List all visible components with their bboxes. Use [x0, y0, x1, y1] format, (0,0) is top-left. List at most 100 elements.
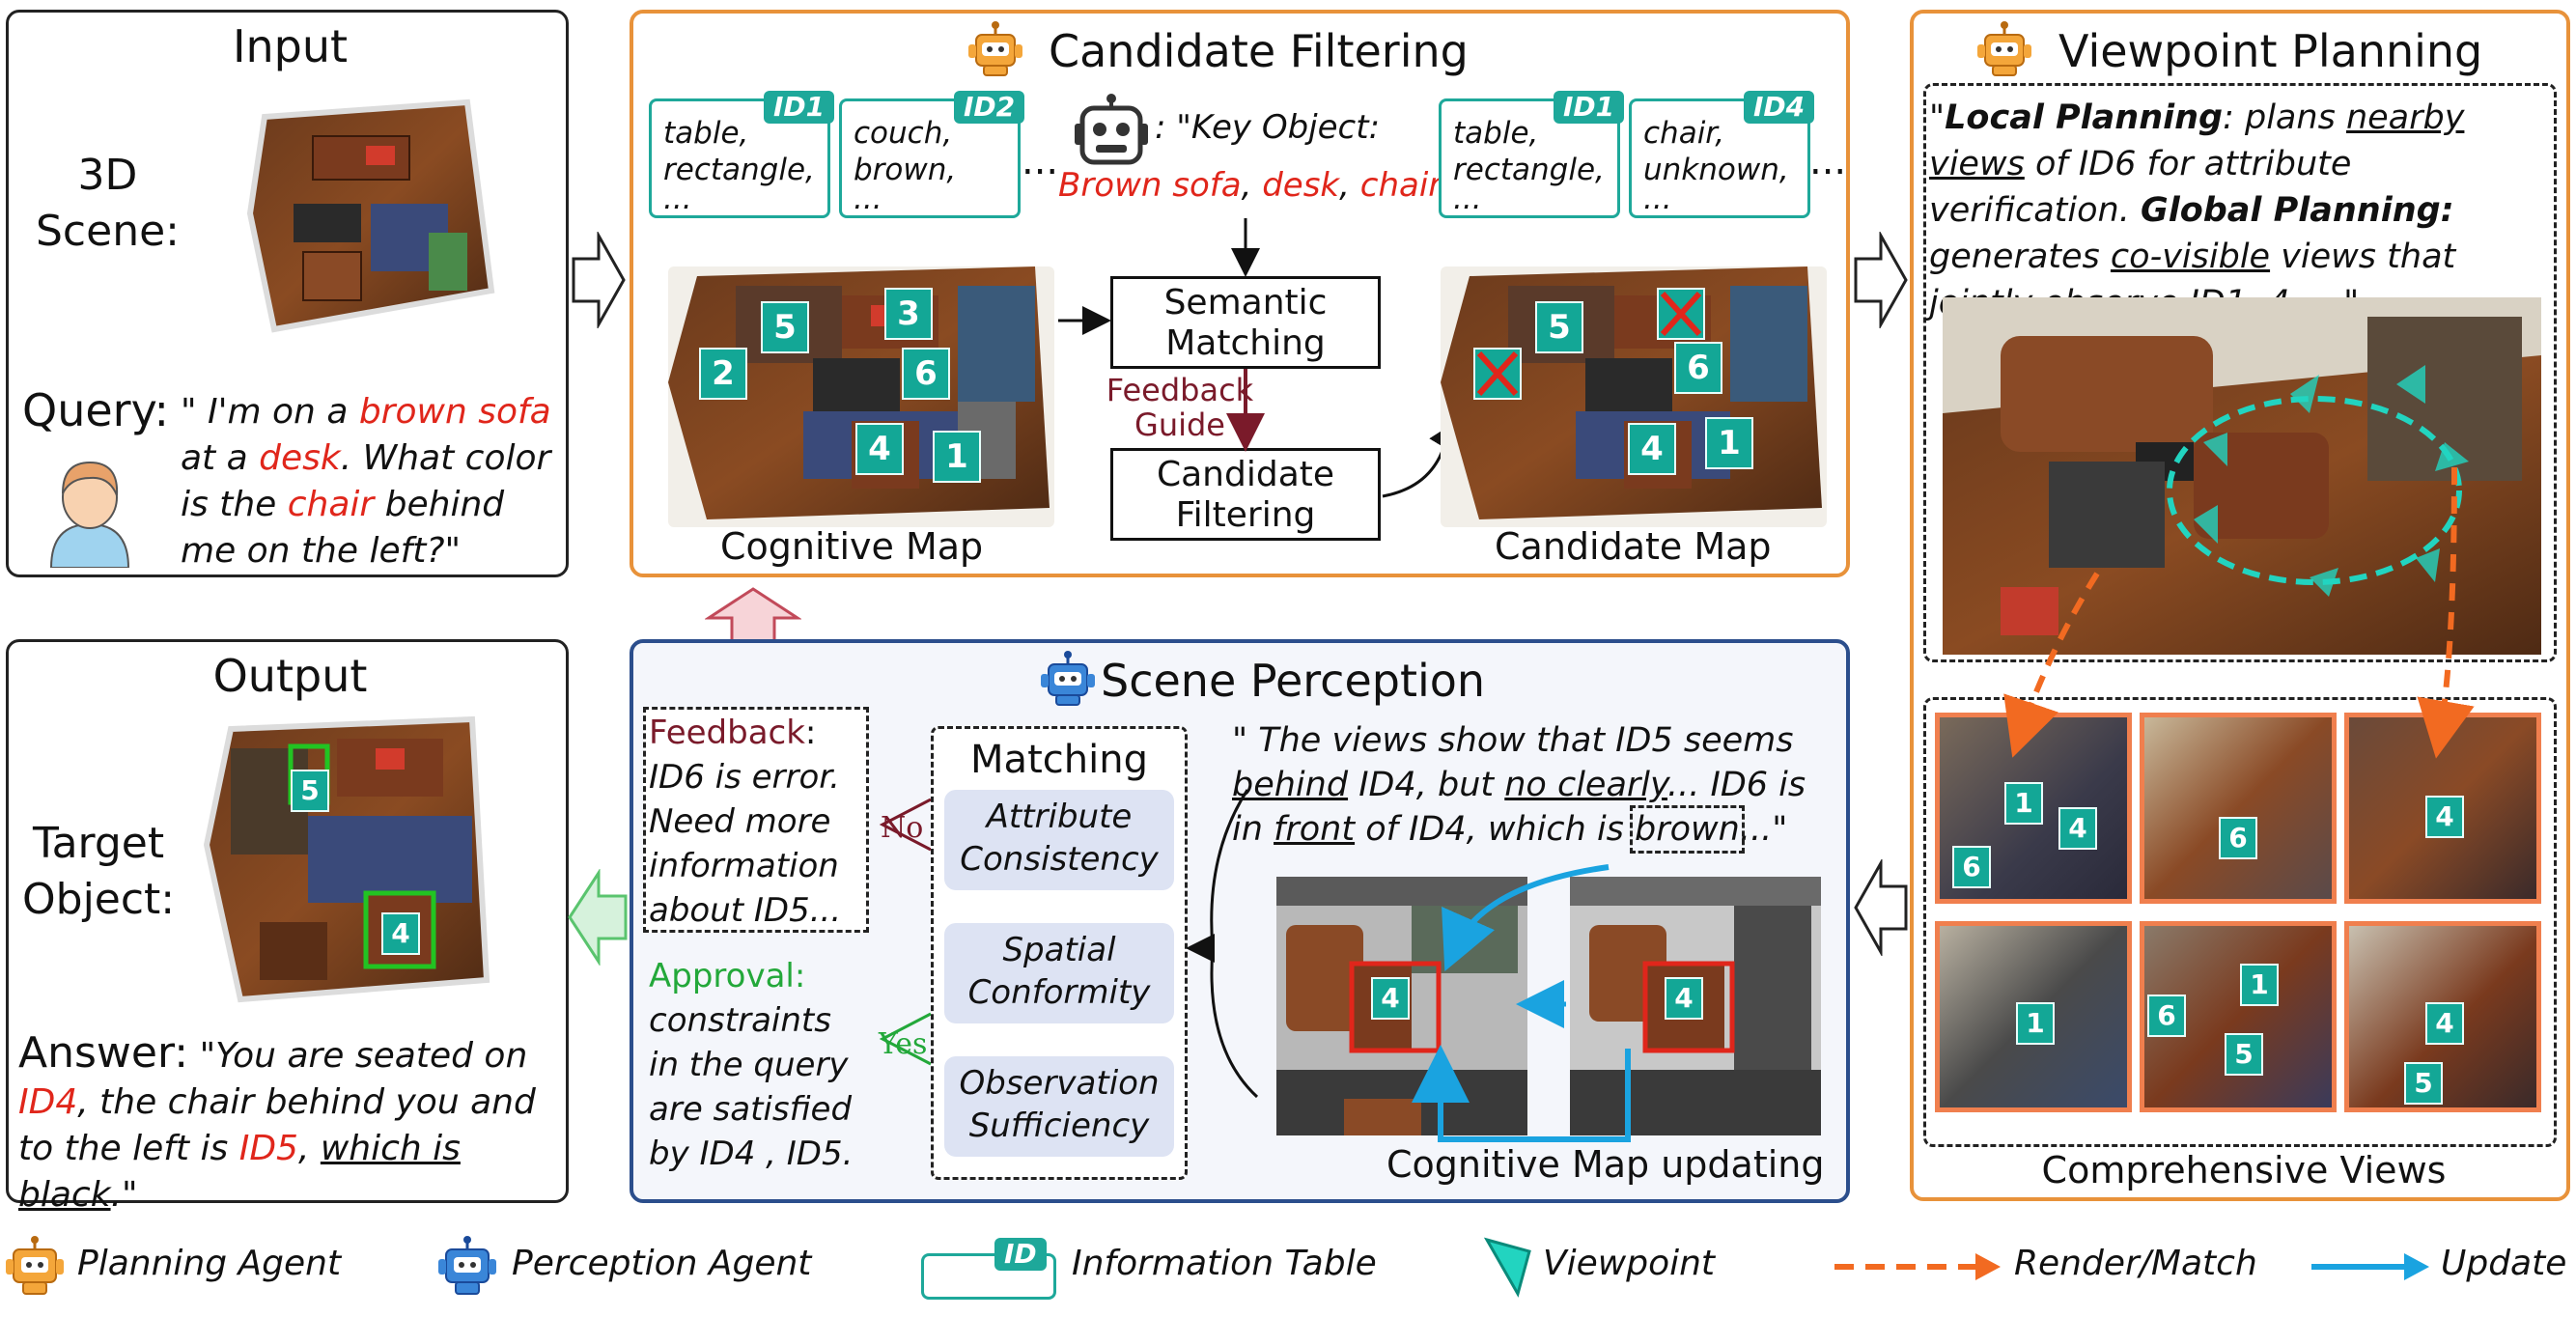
output-panel: Output Target Object: 5 4 Answer: "You a… [6, 639, 569, 1215]
yes-label: Yes [879, 1027, 928, 1061]
legend-planning-agent: Planning Agent [77, 1244, 342, 1283]
planning-dashed-box [1923, 83, 2557, 662]
legend-update: Update [2441, 1244, 2567, 1283]
user-avatar-icon [49, 461, 130, 568]
cognitive-map-label: Cognitive Map [720, 525, 984, 568]
query-label: Query: [22, 384, 169, 436]
info-table-id1-right: table, rectangle, ... [1439, 98, 1620, 218]
views-dashed-box [1923, 697, 2557, 1147]
perception-quote: " The views show that ID5 seems behind I… [1232, 721, 1806, 854]
map-marker: 6 [902, 348, 950, 400]
answer-text: Answer: "You are seated on ID4, the chai… [18, 1028, 536, 1216]
viewpoint-planning-panel: Viewpoint Planning "Local Planning: plan… [1910, 10, 2570, 1201]
map-marker: 4 [855, 423, 904, 475]
legend-information-table: Information Table [1072, 1244, 1377, 1283]
cognitive-map-after-image [1570, 877, 1821, 1135]
map-update-marker: 4 [1665, 977, 1703, 1020]
target-marker: 4 [381, 912, 420, 955]
criterion-pill: Attribute Consistency [944, 790, 1174, 890]
map-update-marker: 4 [1371, 977, 1410, 1020]
comprehensive-view [2140, 713, 2337, 904]
map-marker: 4 [1628, 423, 1676, 475]
view-marker: 1 [2240, 964, 2279, 1006]
id-tag: ID1 [764, 91, 835, 124]
map-updating-label: Cognitive Map updating [1386, 1143, 1825, 1186]
hollow-arrow-right-2 [1854, 232, 1908, 328]
info-table-id4-right: chair, unknown, ... [1629, 98, 1810, 218]
scene-perception-panel: Scene Perception Feedback: ID6 is error.… [630, 639, 1850, 1203]
map-marker: 1 [1705, 417, 1753, 469]
viewpoint-icon [1483, 1237, 1531, 1298]
output-title: Output [212, 650, 368, 702]
map-marker: 3 [884, 288, 933, 340]
view-marker: 4 [2425, 1002, 2464, 1045]
planning-agent-icon [6, 1236, 64, 1295]
perception-arrows [1186, 789, 1631, 1142]
green-left-arrow [568, 869, 628, 966]
removed-marker-2 [1473, 348, 1522, 400]
candidate-map-label: Candidate Map [1495, 525, 1772, 568]
robot-icon [1075, 94, 1148, 165]
criterion-pill: Observation Sufficiency [944, 1056, 1174, 1157]
map-marker: 6 [1674, 342, 1722, 394]
render-match-arrow-icon [1834, 1253, 2001, 1280]
id-tag: ID4 [1744, 91, 1815, 124]
map-marker: 5 [761, 301, 809, 353]
view-marker: 6 [2219, 817, 2257, 859]
matching-title: Matching [970, 738, 1148, 782]
approval-text: Approval: constraints in the query are s… [649, 957, 854, 1173]
input-3d-scene-image [246, 98, 495, 333]
view-marker: 5 [2225, 1033, 2263, 1076]
ellipsis: ... [1022, 139, 1059, 183]
perception-agent-icon [438, 1236, 496, 1295]
map-marker: 1 [933, 431, 981, 483]
planning-agent-icon [1977, 21, 2031, 76]
legend-information-table-box [921, 1253, 1056, 1300]
scene-label: 3D Scene: [36, 151, 180, 256]
decision-arrows [879, 798, 932, 1066]
legend-perception-agent: Perception Agent [512, 1244, 812, 1283]
view-marker: 6 [2147, 995, 2186, 1037]
input-panel: Input 3D Scene: Query: " I'm on a brown … [6, 10, 569, 577]
ellipsis: ... [1809, 139, 1847, 183]
planning-agent-icon [968, 21, 1022, 76]
info-table-id1-left: table, rectangle, ... [649, 98, 830, 218]
cross-icon [1660, 291, 1702, 337]
comprehensive-views-label: Comprehensive Views [2041, 1149, 2447, 1191]
removed-marker-3 [1657, 288, 1705, 340]
view-marker: 5 [2404, 1062, 2443, 1105]
key-object-label: : "Key Object: [1155, 108, 1381, 147]
scene-perception-title: Scene Perception [1101, 655, 1486, 707]
hollow-arrow-right-1 [572, 232, 626, 328]
id-tag: ID2 [954, 91, 1025, 124]
legend: Planning Agent Perception Agent ID Infor… [0, 1224, 2576, 1311]
legend-render-match: Render/Match [2014, 1244, 2257, 1283]
map-marker: 2 [699, 348, 747, 400]
view-marker: 1 [2016, 1002, 2055, 1045]
planning-description: "Local Planning: plans nearby views of I… [1929, 98, 2465, 322]
candidate-filtering-title: Candidate Filtering [1049, 25, 1469, 77]
cross-icon [1476, 350, 1519, 397]
view-marker: 1 [2004, 782, 2043, 825]
view-marker: 4 [2058, 807, 2097, 850]
perception-agent-icon [1041, 651, 1095, 706]
key-object-list: Brown sofa, desk, chair" [1058, 166, 1457, 205]
hollow-arrow-left [1854, 859, 1908, 956]
legend-viewpoint: Viewpoint [1543, 1244, 1716, 1283]
view-marker: 6 [1952, 846, 1991, 888]
feedback-text: Feedback: ID6 is error. Need more inform… [649, 714, 842, 930]
output-scene-image [203, 715, 490, 1003]
target-marker: 5 [291, 770, 329, 812]
semantic-matching-box: Semantic Matching [1110, 276, 1381, 369]
target-object-label: Target Object: [22, 819, 176, 924]
input-title: Input [232, 20, 349, 72]
map-marker: 5 [1535, 301, 1583, 353]
pink-up-arrow [705, 587, 801, 643]
query-text: " I'm on a brown sofa at a desk. What co… [181, 392, 551, 571]
update-arrow-icon [2311, 1253, 2429, 1280]
criterion-pill: Spatial Conformity [944, 923, 1174, 1023]
id-tag: ID1 [1554, 91, 1625, 124]
legend-id-tag: ID [994, 1238, 1047, 1271]
feedback-box [643, 707, 869, 933]
render-match-arrows [2003, 466, 2475, 759]
